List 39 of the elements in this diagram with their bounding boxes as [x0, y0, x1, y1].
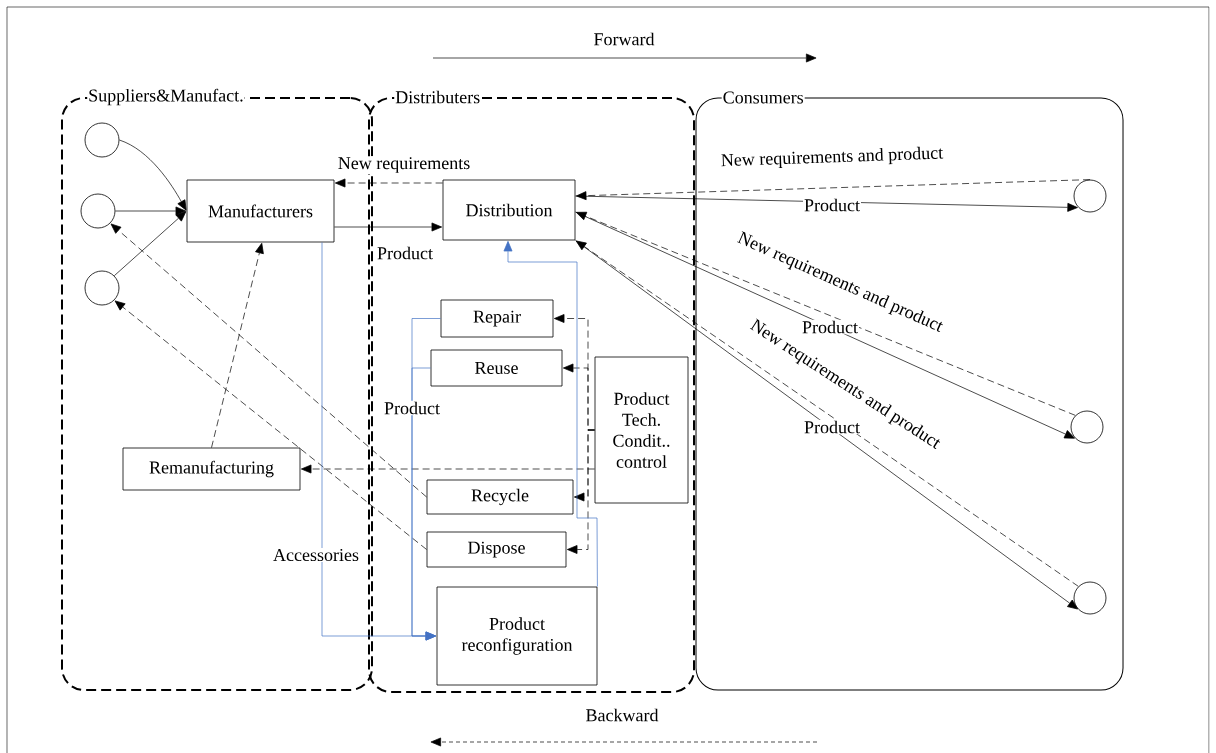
edge-label: Accessories: [272, 547, 360, 563]
process-box: Distribution: [442, 179, 576, 241]
arrow: [567, 429, 595, 554]
process-box: Repair: [440, 299, 554, 338]
arrow: [114, 300, 427, 550]
process-box: Product reconfiguration: [436, 586, 598, 686]
direction-label: Forward: [594, 32, 655, 46]
process-box: Dispose: [426, 531, 567, 568]
arrow: [334, 178, 443, 188]
circle: [1073, 581, 1107, 615]
arrow: [113, 211, 187, 277]
direction-label: Backward: [586, 708, 659, 722]
arrow: [503, 241, 598, 587]
circle: [1073, 179, 1107, 213]
edge-label: Product: [803, 197, 861, 213]
circle: [84, 122, 120, 158]
process-box: Manufacturers: [186, 179, 335, 243]
edge-label: Product: [376, 245, 434, 261]
edge-label: Product: [383, 400, 441, 416]
edge-label: Product: [801, 319, 859, 335]
arrow: [211, 242, 264, 448]
circle: [84, 270, 120, 306]
arrow: [115, 206, 187, 216]
arrow: [334, 222, 443, 232]
process-box: Reuse: [430, 349, 563, 387]
arrow: [411, 367, 437, 641]
circle: [1070, 410, 1104, 444]
arrow: [110, 223, 427, 498]
process-box: Remanufacturing: [122, 447, 301, 491]
circle: [80, 193, 116, 229]
edge-label: New requirements: [336, 156, 472, 174]
arrow: [300, 464, 595, 474]
process-box: Product Tech. Condit.. control: [594, 356, 689, 504]
arrow: [575, 195, 1078, 212]
edge-label: New requirements and product: [719, 144, 945, 172]
edge-label: Product: [803, 419, 861, 435]
arrow: [576, 179, 1091, 201]
process-box: Recycle: [426, 479, 574, 515]
arrow: [119, 139, 187, 211]
